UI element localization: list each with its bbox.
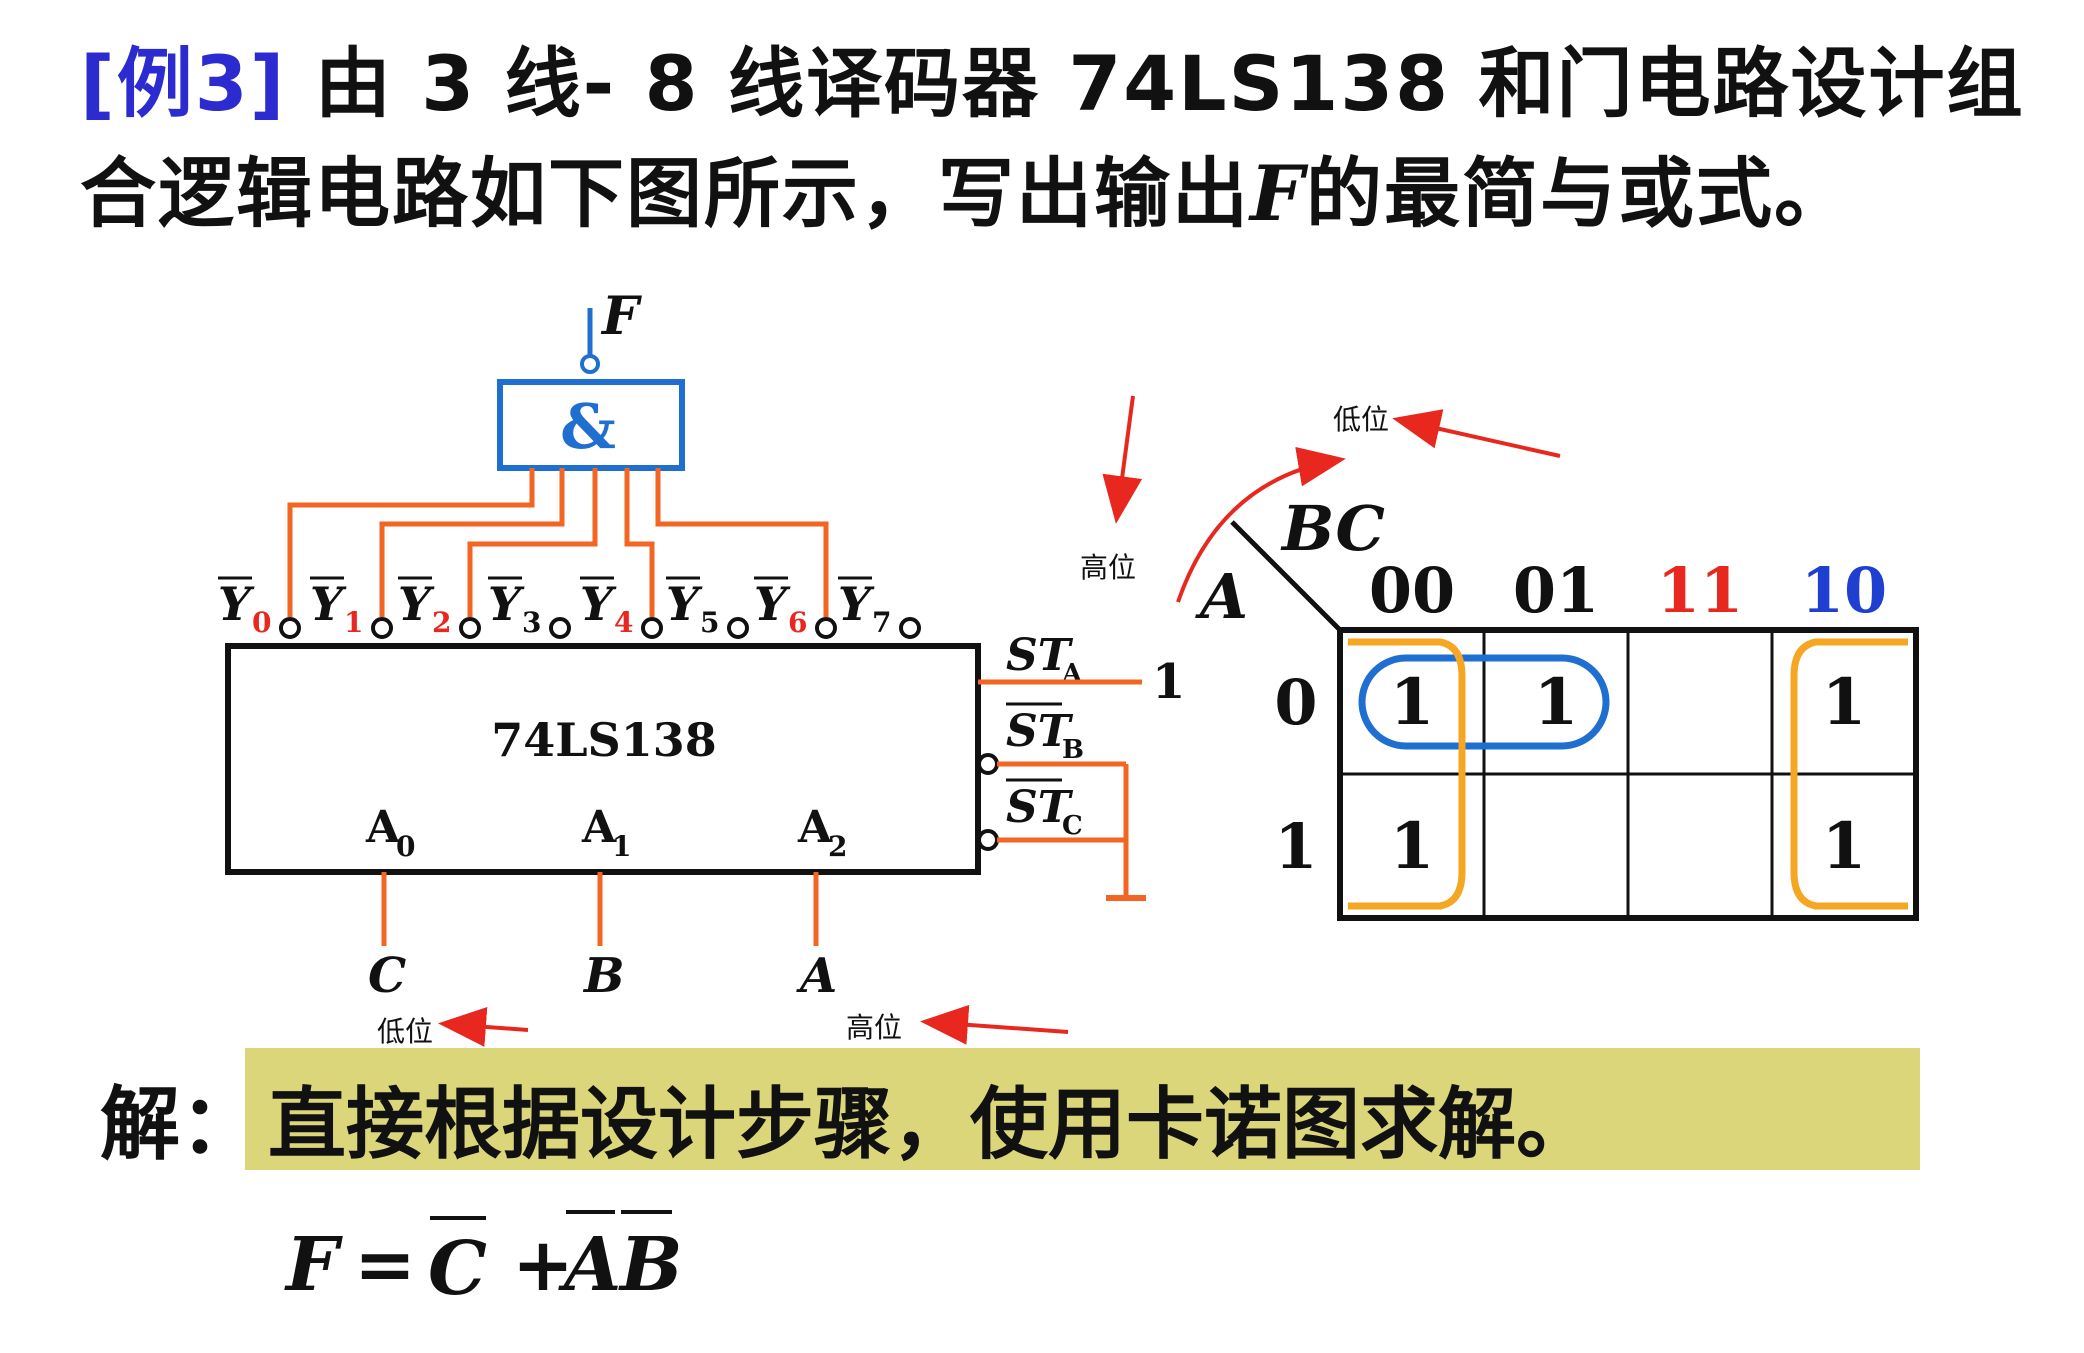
output-label-y0: Y [218, 577, 255, 631]
kmap-col-label-11: 11 [1657, 554, 1743, 627]
input-pin-sub-a1: 1 [612, 830, 631, 863]
high-bit-arrow-top [1102, 395, 1143, 524]
nand-output-bubble [580, 354, 600, 374]
enable-sub-stb: B [1062, 735, 1084, 765]
low-bit-arrow-bottom [438, 1006, 529, 1047]
input-signal-c: C [368, 948, 406, 1004]
output-label-y4: Y [580, 577, 617, 631]
output-sub-y4: 4 [614, 606, 633, 639]
gate-input-wires [287, 468, 829, 617]
problem-line1-text: 由 3 线- 8 线译码器 74LS138 和门电路设计组 [286, 39, 2025, 128]
input-pin-sub-a2: 2 [828, 830, 847, 863]
kmap-col-var: BC [1280, 492, 1385, 565]
enable-bubble-stc [977, 829, 999, 851]
kmap-value-0-1: 1 [1534, 665, 1579, 740]
kmap-col-label-00: 00 [1369, 554, 1455, 627]
kmap-border [1337, 627, 1919, 921]
kmap-col-label-10: 10 [1801, 554, 1887, 627]
nand-gate-symbol: & [560, 390, 616, 463]
output-bubble-y2 [459, 617, 481, 639]
problem-line2-suffix: 的最简与或式。 [1305, 149, 1852, 238]
kmap-value-0-0: 1 [1390, 665, 1435, 740]
low-bit-arrow-top [1392, 409, 1561, 458]
note-high-bit-bottom: 高位 [846, 1011, 903, 1044]
problem-line2-prefix: 合逻辑电路如下图所示，写出输出 [80, 149, 1250, 238]
output-sub-y7: 7 [872, 606, 891, 639]
output-bubble-y5 [727, 617, 749, 639]
curved-arrow [1176, 446, 1346, 603]
output-label-y5: Y [666, 577, 703, 631]
output-bubble-y6 [815, 617, 837, 639]
problem-line2-var: F [1250, 149, 1306, 238]
input-pin-sub-a0: 0 [396, 830, 415, 863]
kmap-group-orange-right [1790, 638, 1908, 910]
enable-sub-stc: C [1062, 811, 1083, 841]
enable-a-value: 1 [1152, 654, 1185, 710]
kmap-value-0-3: 1 [1822, 665, 1867, 740]
enable-label-stb: ST [1006, 706, 1074, 757]
output-bubble-y1 [371, 617, 393, 639]
kmap-diagonal [1230, 520, 1342, 632]
wire-y0 [287, 468, 535, 617]
kmap-row-label-1: 1 [1274, 810, 1317, 883]
enable-label-stc: ST [1006, 782, 1074, 833]
kmap-value-1-0: 1 [1390, 809, 1435, 884]
output-sub-y0: 0 [252, 606, 271, 639]
output-sub-y6: 6 [788, 606, 807, 639]
kmap-col-label-01: 01 [1513, 554, 1599, 627]
nand-gate [497, 379, 685, 471]
output-label-y2: Y [398, 577, 435, 631]
output-bubble-y0 [279, 617, 301, 639]
output-bubble-y4 [641, 617, 663, 639]
output-label-y1: Y [310, 577, 347, 631]
high-bit-arrow-bottom [920, 1004, 1069, 1045]
output-bubble-y3 [549, 617, 571, 639]
enable-label-sta: ST [1006, 630, 1074, 681]
note-low-bit-bottom: 低位 [377, 1015, 434, 1048]
kmap-cell-0-2 [1626, 628, 1774, 776]
wire-y1 [379, 468, 565, 617]
kmap-value-1-3: 1 [1822, 809, 1867, 884]
input-pin-a2: A [797, 802, 833, 853]
solution-highlight [245, 1048, 1920, 1170]
wire-y4 [624, 468, 655, 617]
problem-tag: [例3] [80, 39, 287, 128]
output-f-label: F [600, 286, 642, 347]
input-pin-a1: A [581, 802, 617, 853]
output-label-y6: Y [754, 577, 791, 631]
note-low-bit-top: 低位 [1333, 403, 1390, 436]
input-signal-a: A [796, 948, 837, 1004]
input-pin-a0: A [365, 802, 401, 853]
solution-label: 解： [100, 1078, 260, 1171]
output-sub-y1: 1 [344, 606, 363, 639]
problem-title-line-1: [例3] 由 3 线- 8 线译码器 74LS138 和门电路设计组 [80, 22, 2024, 132]
wire-y2 [467, 468, 598, 617]
output-label-y7: Y [838, 577, 875, 631]
output-sub-y2: 2 [432, 606, 451, 639]
solution-text: 直接根据设计步骤，使用卡诺图求解。 [268, 1080, 1595, 1170]
input-signal-b: B [582, 948, 625, 1004]
enable-bubble-stb [977, 753, 999, 775]
output-sub-y3: 3 [522, 606, 541, 639]
decoder-chip [225, 643, 981, 875]
output-sub-y5: 5 [700, 606, 719, 639]
wire-y6 [655, 468, 829, 617]
kmap-cell-1-2 [1626, 772, 1774, 920]
problem-title-line-2: 合逻辑电路如下图所示，写出输出F的最简与或式。 [80, 132, 1852, 242]
kmap-row-var: A [1195, 560, 1248, 633]
output-label-y3: Y [488, 577, 525, 631]
chip-name: 74LS138 [491, 713, 717, 767]
note-high-bit-top: 高位 [1080, 551, 1137, 584]
kmap-group-blue [1358, 654, 1610, 750]
output-bubble-y7 [899, 617, 921, 639]
kmap-cell-1-1 [1482, 772, 1630, 920]
kmap-group-orange-left [1348, 638, 1466, 910]
kmap-row-label-0: 0 [1274, 666, 1317, 739]
